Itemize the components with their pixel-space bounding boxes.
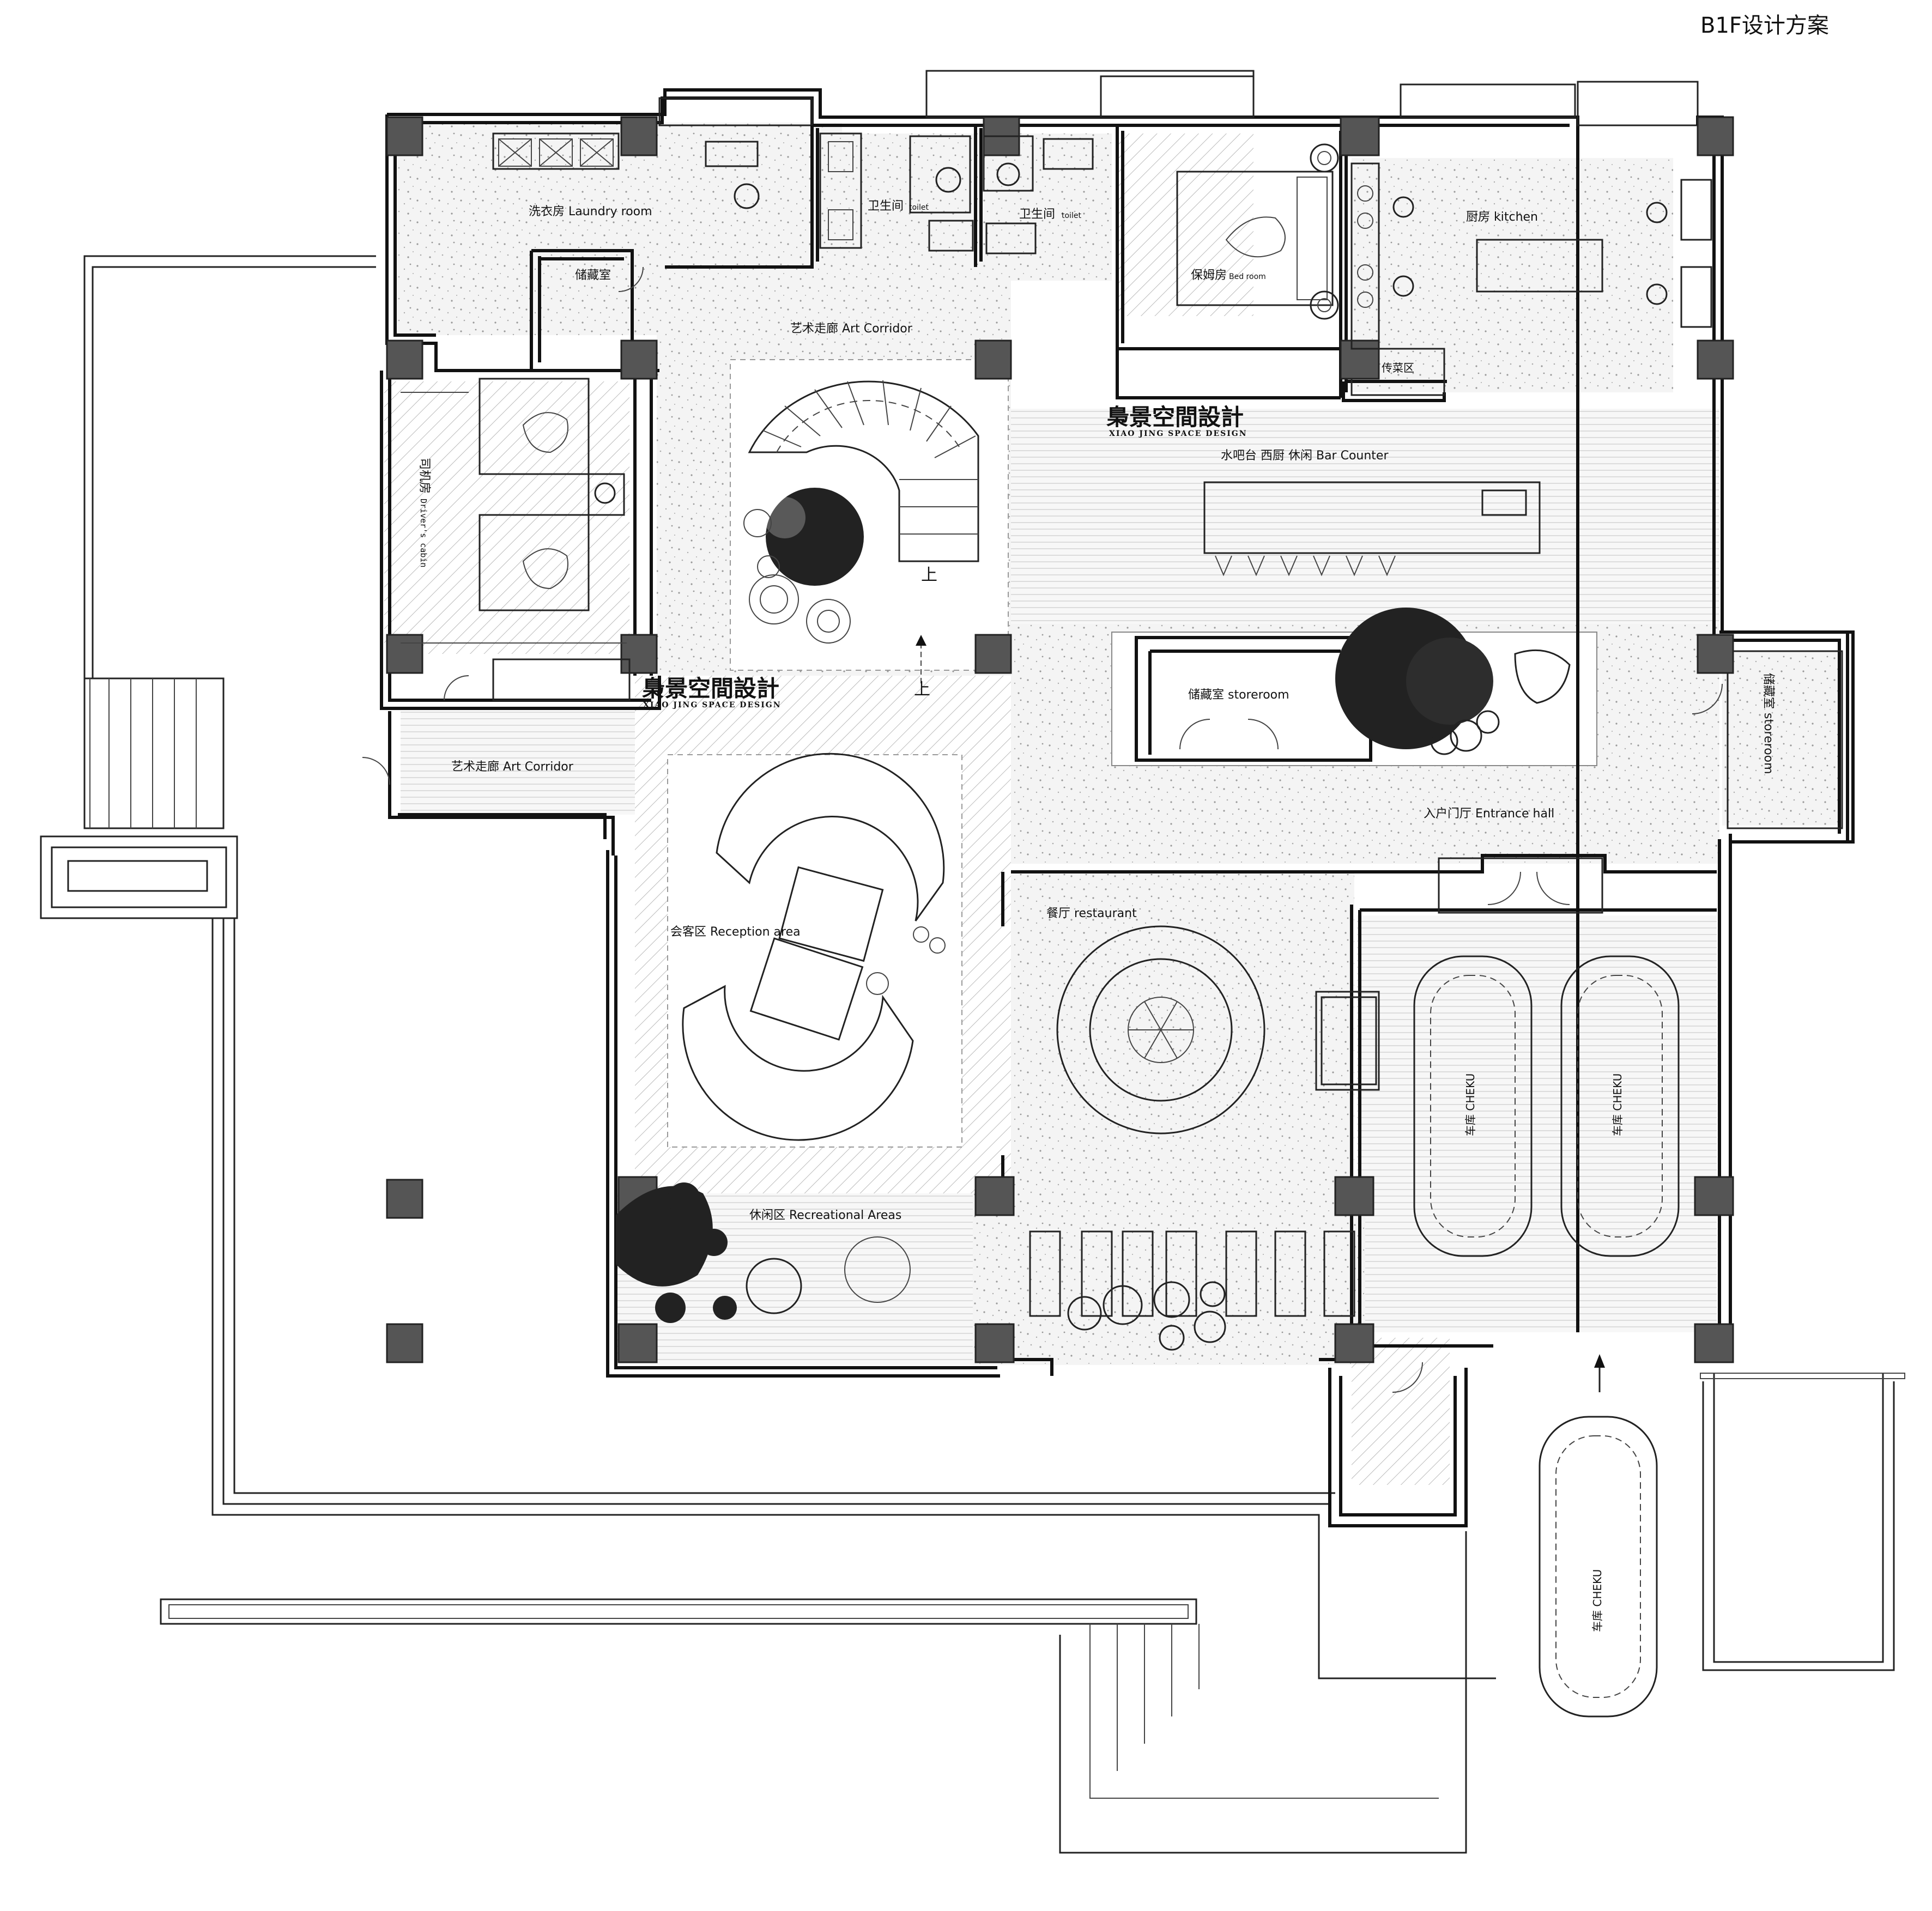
- label-driver-en: Driver's cabin: [419, 499, 428, 567]
- brand-logo-top: 梟景空間設計: [1106, 404, 1244, 430]
- label-storage-small: 储藏室: [575, 269, 611, 282]
- driver-beds: [401, 378, 631, 701]
- label-restaurant: 餐厅 restaurant: [1046, 907, 1137, 920]
- label-kitchen: 厨房 kitchen: [1466, 210, 1538, 224]
- brand-logo-top-sub: XIAO JING SPACE DESIGN: [1109, 429, 1247, 438]
- label-storeroom: 储藏室 storeroom: [1188, 688, 1289, 702]
- label-art-corridor-top: 艺术走廊 Art Corridor: [790, 322, 913, 336]
- garage-cars: [1413, 955, 1680, 1718]
- label-pantry: 传菜区: [1382, 361, 1414, 374]
- label-art-corridor-left: 艺术走廊 Art Corridor: [451, 760, 574, 774]
- doors: [362, 266, 1723, 1393]
- label-recreation: 休闲区 Recreational Areas: [749, 1209, 901, 1222]
- label-garage-1: 车库 CHEKU: [1464, 1073, 1477, 1136]
- dining-table: [1056, 925, 1377, 1135]
- structural-columns: [386, 116, 1734, 1363]
- label-reception: 会客区 Reception area: [670, 925, 801, 939]
- planting: [616, 488, 1571, 1351]
- label-stair-up-2: 上: [914, 680, 930, 699]
- label-storeroom-right: 储藏室 storeroom: [1761, 673, 1775, 774]
- brand-logo-mid-sub: XIAO JING SPACE DESIGN: [643, 701, 782, 709]
- reception-seating: [682, 753, 946, 1141]
- nanny-bed: [1176, 143, 1339, 320]
- label-bar: 水吧台 西厨 休闲 Bar Counter: [1221, 449, 1389, 463]
- label-entrance: 入户门厅 Entrance hall: [1424, 807, 1554, 821]
- label-toilet-2-en: toilet: [1062, 211, 1081, 220]
- label-garage-2: 车库 CHEKU: [1611, 1073, 1624, 1136]
- label-stair-up-1: 上: [921, 566, 937, 585]
- laundry-fixtures: [492, 132, 760, 209]
- brand-logo-mid: 梟景空間設計: [641, 675, 779, 702]
- bar-counter: [1203, 481, 1541, 577]
- label-toilet-2: 卫生间: [1019, 208, 1055, 221]
- label-nanny: 保姆房: [1191, 269, 1227, 282]
- label-laundry: 洗衣房 Laundry room: [529, 205, 652, 219]
- label-nanny-en: Bed room: [1229, 272, 1266, 281]
- site-outline: [40, 255, 1905, 1854]
- label-toilet-1: 卫生间: [868, 199, 904, 213]
- floor-finishes: [384, 123, 1839, 1485]
- label-garage-3: 车库 CHEKU: [1591, 1569, 1604, 1632]
- toilet-fixtures: [819, 132, 1094, 254]
- kitchen-fixtures: [1350, 162, 1712, 350]
- label-driver: 司机房: [417, 458, 431, 494]
- label-toilet-1-en: toilet: [909, 203, 929, 212]
- spiral-staircase: [748, 380, 979, 687]
- recreation-furniture: [746, 1230, 1355, 1317]
- plan-title: B1F设计方案: [1700, 13, 1829, 38]
